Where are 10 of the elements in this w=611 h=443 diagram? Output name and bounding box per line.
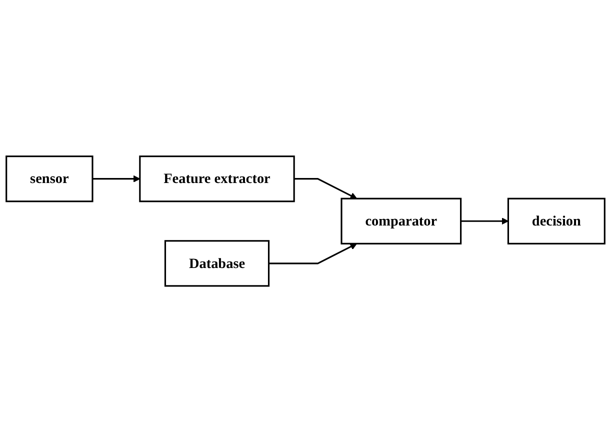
arrow [294, 178, 358, 200]
node-box [139, 156, 295, 203]
node-box [507, 198, 606, 245]
flowchart-diagram: sensor Feature extractor Database comparator decision [0, 150, 611, 293]
arrow [92, 176, 140, 183]
arrow [268, 244, 358, 265]
node-box [6, 156, 94, 203]
node-box [164, 240, 270, 288]
arrow [460, 218, 509, 225]
node-box [340, 198, 462, 245]
